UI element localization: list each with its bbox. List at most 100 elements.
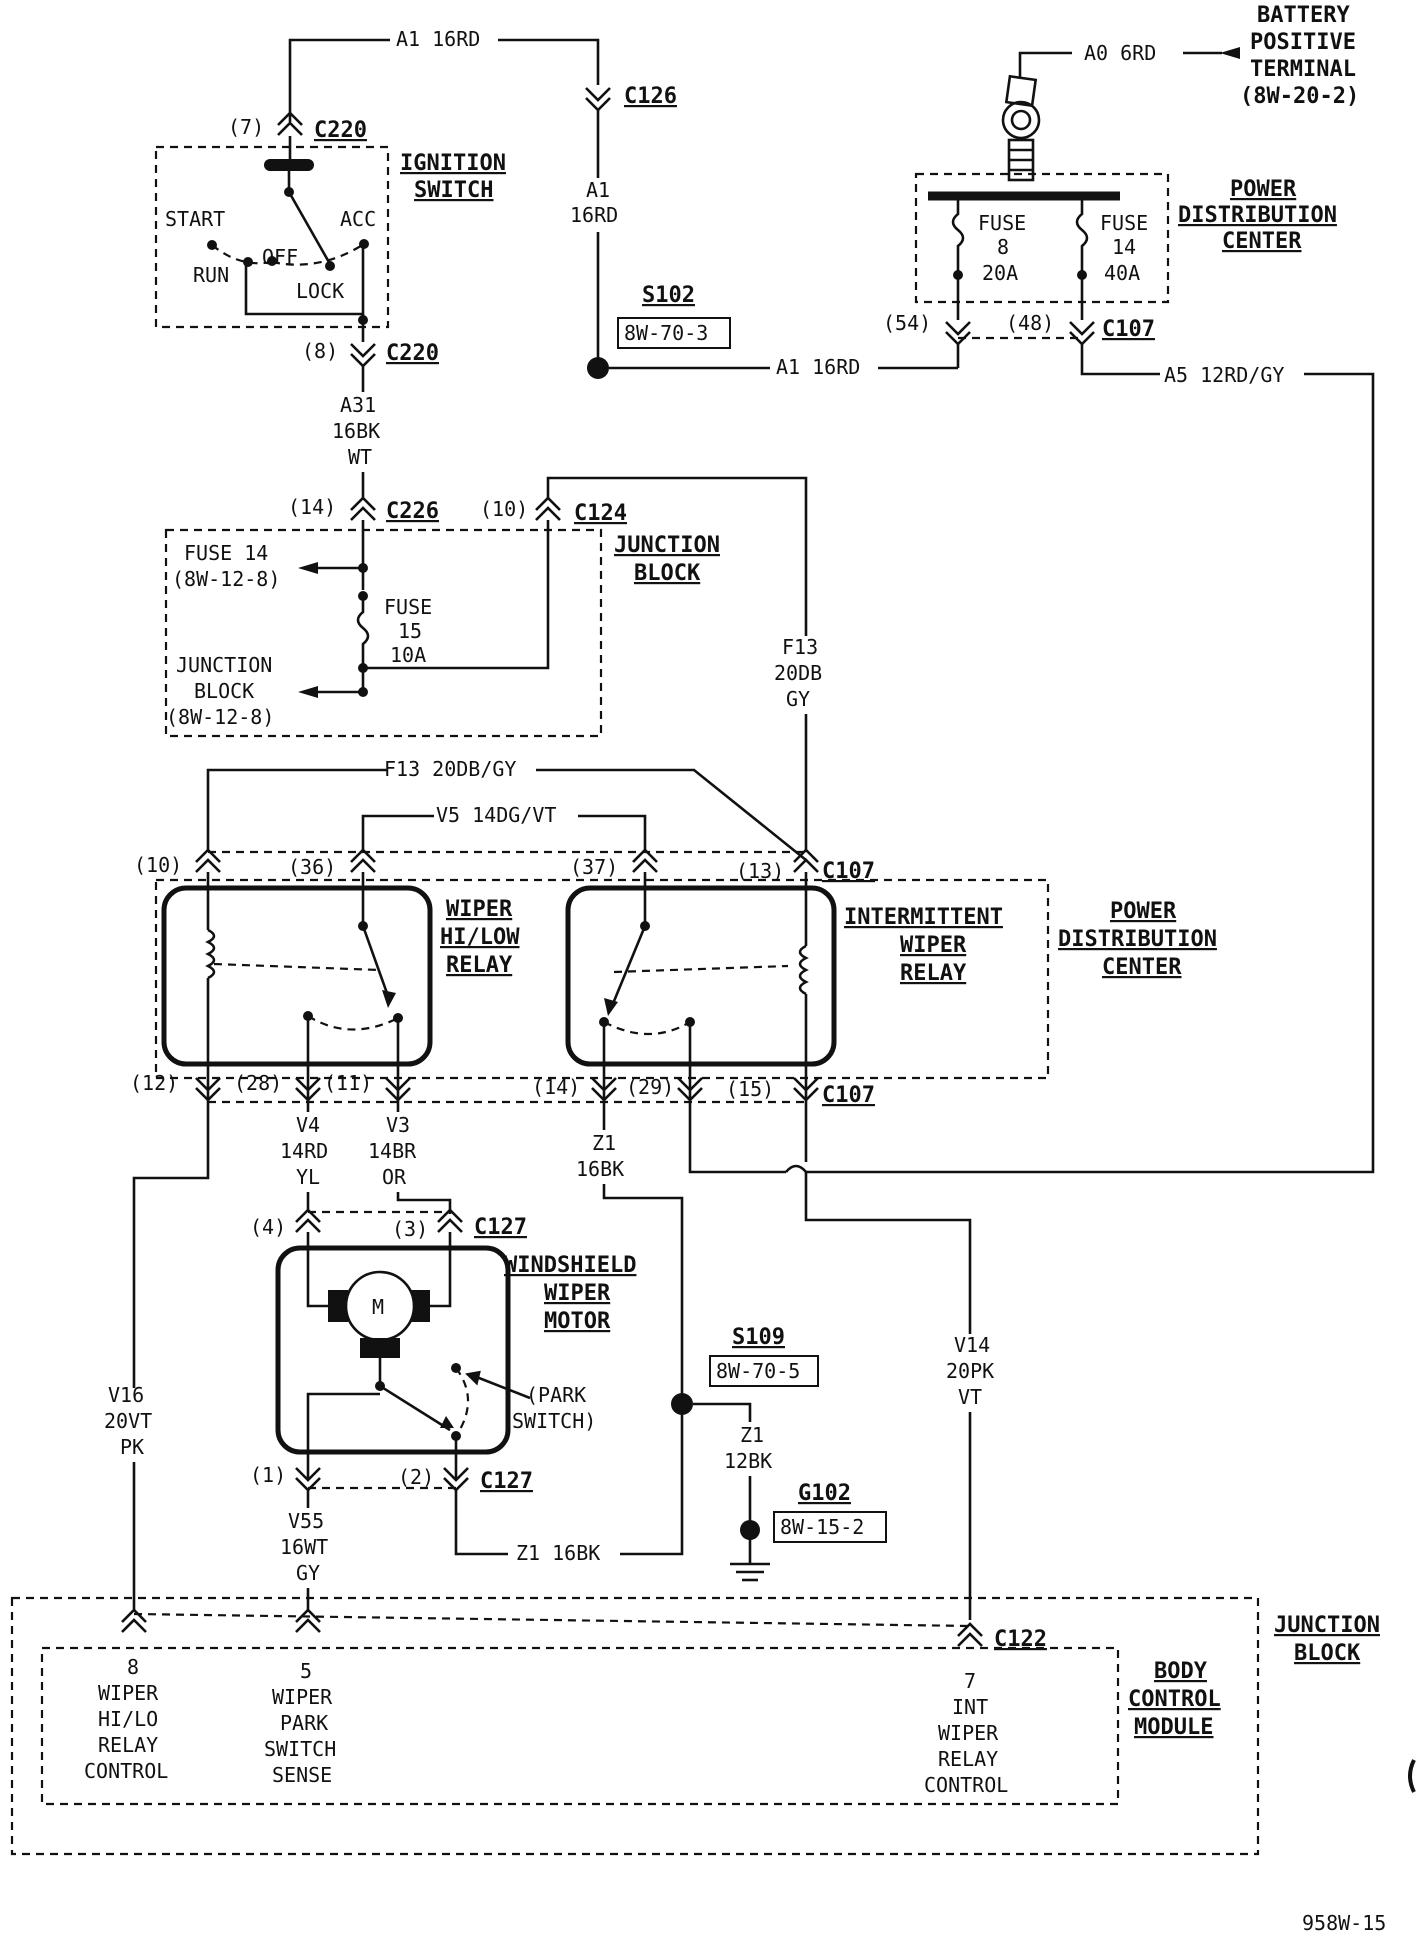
wire-label-v16-1: V16 (108, 1383, 144, 1407)
wire-label-z1g-1: Z1 (740, 1423, 764, 1447)
connector-label-c126: C126 (624, 84, 677, 109)
pdc-title-2: DISTRIBUTION (1178, 203, 1337, 228)
jb-fuse14-label-2: (8W-12-8) (172, 567, 280, 591)
wire-label-v3-3: OR (382, 1165, 407, 1189)
wire-label-a31-3: WT (348, 445, 372, 469)
ground-label-g102: G102 (798, 1481, 851, 1506)
connector-c107-pin37 (632, 848, 658, 873)
splice-s102-dot (587, 357, 609, 379)
switch-position-start: START (165, 207, 225, 231)
bcm-pin-8-label-1: WIPER (98, 1681, 159, 1705)
bcm-title-1: BODY (1154, 1659, 1208, 1684)
pin-label-8: (8) (302, 339, 338, 363)
hilo-relay-coil (205, 928, 216, 980)
wire-label-a5: A5 12RD/GY (1164, 363, 1284, 387)
fuse-8-label-1: FUSE (978, 211, 1026, 235)
connector-label-c127-top: C127 (474, 1215, 527, 1240)
fuse-8-label-2: 8 (997, 235, 1009, 259)
hilo-relay-title-2: HI/LOW (440, 925, 520, 950)
bcm-pin-8-label-2: HI/LO (98, 1707, 158, 1731)
connector-label-c124: C124 (574, 501, 627, 526)
switch-position-off: OFF (262, 245, 298, 269)
pin-label-48: (48) (1006, 311, 1054, 335)
switch-position-lock: LOCK (296, 279, 344, 303)
bcm-pin-8-label-3: RELAY (98, 1733, 158, 1757)
wire-label-z1-bottom: Z1 16BK (516, 1541, 600, 1565)
connector-c107-pin36 (350, 848, 376, 873)
battery-pdc-section: BATTERY POSITIVE TERMINAL (8W-20-2) A0 6… (806, 3, 1375, 1174)
pin-label-4: (4) (250, 1215, 286, 1239)
splice-ref-s109: 8W-70-5 (716, 1359, 800, 1383)
edge-mark (1408, 1759, 1416, 1793)
jb-title-1: JUNCTION (614, 533, 720, 558)
connector-label-c220-bottom: C220 (386, 341, 439, 366)
connector-label-c107-top: C107 (1102, 317, 1155, 342)
wire-label-f13-2: 20DB (774, 661, 822, 685)
connector-c220-bottom-symbol (350, 343, 376, 368)
pin-label-2: (2) (398, 1465, 434, 1489)
wiper-hilo-relay-box (161, 885, 433, 1067)
switch-position-run: RUN (193, 263, 229, 287)
pdc-top-box (914, 172, 1170, 304)
int-relay-title-2: WIPER (900, 933, 967, 958)
bottom-jb-title-1: JUNCTION (1274, 1613, 1380, 1638)
splice-label-s102: S102 (642, 283, 695, 308)
ignition-switch-box (154, 145, 390, 329)
ignition-switch-title-1: IGNITION (400, 151, 506, 176)
wire-label-f13-3: GY (786, 687, 810, 711)
connector-label-c226: C226 (386, 499, 439, 524)
wire-a1-right (498, 38, 600, 85)
jb-fuse15-label-3: 10A (390, 643, 426, 667)
fuse-14-label-2: 14 (1112, 235, 1136, 259)
connector-c127-pin3 (437, 1208, 463, 1233)
pdc-relay-title-1: POWER (1110, 899, 1177, 924)
fuse-14-label-3: 40A (1104, 261, 1140, 285)
pin-label-54: (54) (883, 311, 931, 335)
bcm-pin-8-number: 8 (127, 1655, 139, 1679)
bottom-jb-title-2: BLOCK (1294, 1641, 1361, 1666)
fuse-14-symbol (1075, 196, 1089, 262)
battery-label-1: BATTERY (1257, 3, 1350, 28)
bcm-pin-8-label-4: CONTROL (84, 1759, 168, 1783)
fuse-14-label-1: FUSE (1100, 211, 1148, 235)
fuse-8-symbol (951, 196, 965, 262)
wire-label-v4-1: V4 (296, 1113, 320, 1137)
fuse-8-label-3: 20A (982, 261, 1018, 285)
wire-label-v3-2: 14BR (368, 1139, 417, 1163)
wire-label-z1-2: 16BK (576, 1157, 624, 1181)
diagram-id-footer: 958W-15 (1302, 1911, 1386, 1935)
ignition-contact-bar (264, 159, 314, 171)
bcm-pin-5-label-4: SENSE (272, 1763, 332, 1787)
connector-c124-symbol (535, 496, 561, 521)
battery-label-4: (8W-20-2) (1240, 84, 1359, 109)
wire-label-a1-top: A1 16RD (396, 27, 480, 51)
connector-c220-top-symbol (277, 111, 303, 136)
wire-label-v14-2: 20PK (946, 1359, 994, 1383)
pdc-title-3: CENTER (1222, 229, 1302, 254)
connector-c226-symbol (350, 496, 376, 521)
junction-block-fuse-section: (14) C226 (10) C124 FUSE 14 (8W-12-8) FU… (164, 476, 822, 852)
connector-label-c122: C122 (994, 1627, 1047, 1652)
pin-label-14-c226: (14) (288, 495, 336, 519)
park-switch-label-2: SWITCH) (512, 1409, 596, 1433)
wire-label-a1-2: 16RD (570, 203, 618, 227)
bcm-pin-5-number: 5 (300, 1659, 312, 1683)
connector-c107-pin10 (195, 848, 221, 873)
bcm-title-2: CONTROL (1128, 1687, 1221, 1712)
connector-label-c127-bottom: C127 (480, 1469, 533, 1494)
pin-label-37: (37) (570, 855, 618, 879)
battery-label-2: POSITIVE (1250, 30, 1356, 55)
hilo-relay-title-3: RELAY (446, 953, 513, 978)
splice-ref-s102: 8W-70-3 (624, 321, 708, 345)
motor-title-1: WINDSHIELD (504, 1253, 636, 1278)
bcm-pin-5-label-3: SWITCH (264, 1737, 336, 1761)
connector-c107-pin13 (793, 848, 819, 873)
wire-label-a31-2: 16BK (332, 419, 380, 443)
wire-label-f13-horiz: F13 20DB/GY (384, 757, 516, 781)
wire-label-a31-1: A31 (340, 393, 376, 417)
bcm-section: C122 JUNCTION BLOCK BODY CONTROL MODULE … (10, 1596, 1380, 1856)
int-relay-title-3: RELAY (900, 961, 967, 986)
relay-section: F13 20DB/GY V5 14DG/VT (10) (36) (37) (1… (130, 757, 1217, 1108)
